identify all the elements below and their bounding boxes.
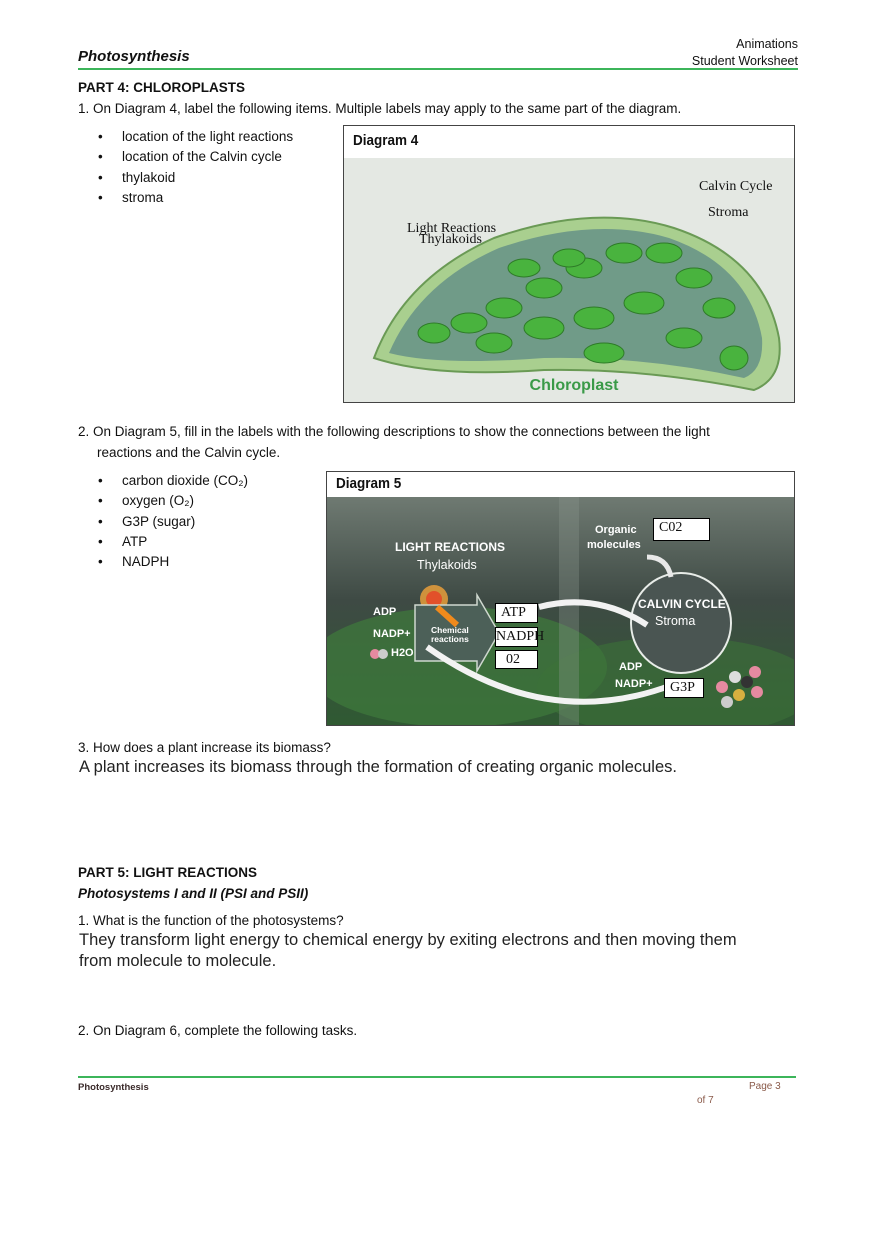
- answer-box-g3p[interactable]: G3P: [664, 678, 704, 698]
- part5-subheading: Photosystems I and II (PSI and PSII): [78, 886, 309, 901]
- chemical-text: Chemical: [431, 625, 469, 635]
- part5-q2: 2. On Diagram 6, complete the following …: [78, 1023, 358, 1038]
- diagram-4-caption: Chloroplast: [530, 377, 620, 394]
- header-right-1: Animations: [736, 37, 798, 51]
- list-item: ATP: [98, 532, 248, 553]
- label-calvin-cycle: Calvin Cycle: [699, 179, 773, 194]
- q2-list: carbon dioxide (CO₂) oxygen (O₂) G3P (su…: [98, 471, 248, 573]
- answer-box-o2[interactable]: 02: [495, 650, 538, 669]
- list-item: oxygen (O₂): [98, 491, 248, 512]
- light-reactions-title: LIGHT REACTIONS: [395, 540, 505, 554]
- reactions-text: reactions: [431, 634, 469, 644]
- molecules-text: molecules: [587, 539, 641, 551]
- q1-list: location of the light reactions location…: [98, 127, 293, 209]
- diagram-5-title: Diagram 5: [336, 475, 402, 492]
- part5-q1-answer-2: from molecule to molecule.: [79, 952, 277, 970]
- footer-rule: [78, 1076, 796, 1078]
- answer-box-nadph[interactable]: NADPH: [495, 627, 544, 647]
- organic-text: Organic: [595, 524, 637, 536]
- footer-title: Photosynthesis: [78, 1082, 149, 1093]
- part5-heading: PART 5: LIGHT REACTIONS: [78, 865, 258, 880]
- footer-page: Page 3: [749, 1081, 781, 1092]
- stroma-text: Stroma: [655, 614, 696, 628]
- list-item: NADPH: [98, 552, 248, 573]
- label-thylakoids: Thylakoids: [419, 232, 482, 247]
- answer-box-co2[interactable]: C02: [653, 518, 710, 541]
- adp-text: ADP: [373, 606, 397, 618]
- list-item: thylakoid: [98, 168, 293, 189]
- thylakoids-text: Thylakoids: [417, 558, 477, 572]
- header-right-2: Student Worksheet: [691, 54, 798, 68]
- diagram-4: Diagram 4 Chloroplast Calvin Cycle Strom…: [343, 125, 795, 403]
- chloroplast-illustration: Chloroplast: [344, 158, 794, 402]
- part4-heading: PART 4: CHLOROPLASTS: [78, 80, 246, 95]
- q3-answer: A plant increases its biomass through th…: [79, 758, 677, 776]
- nadp2-text: NADP+: [615, 678, 653, 690]
- header-rule: [78, 68, 798, 70]
- part4-q2-line2: reactions and the Calvin cycle.: [97, 445, 281, 460]
- label-stroma: Stroma: [708, 205, 749, 220]
- list-item: G3P (sugar): [98, 512, 248, 533]
- list-item: location of the light reactions: [98, 127, 293, 148]
- part4-q2-line1: 2. On Diagram 5, fill in the labels with…: [78, 424, 710, 439]
- adp2-text: ADP: [619, 661, 643, 673]
- list-item: location of the Calvin cycle: [98, 147, 293, 168]
- part4-q1: 1. On Diagram 4, label the following ite…: [78, 101, 682, 116]
- h2o-text: H2O: [391, 647, 414, 659]
- part5-q1: 1. What is the function of the photosyst…: [78, 913, 344, 928]
- diagram-4-title: Diagram 4: [353, 132, 419, 149]
- part4-q3: 3. How does a plant increase its biomass…: [78, 740, 331, 755]
- header-title: Photosynthesis: [78, 48, 190, 65]
- part5-q1-answer-1: They transform light energy to chemical …: [79, 931, 737, 949]
- list-item: stroma: [98, 188, 293, 209]
- nadp-text: NADP+: [373, 628, 411, 640]
- answer-box-atp[interactable]: ATP: [495, 603, 538, 623]
- light-calvin-illustration: [327, 497, 794, 725]
- label-light-reactions: Light Reactions: [407, 221, 497, 236]
- footer-of: of 7: [697, 1095, 714, 1106]
- diagram-5: Diagram 5 LIGHT REACTIONS Thylakoids ADP…: [326, 471, 795, 726]
- list-item: carbon dioxide (CO₂): [98, 471, 248, 492]
- calvin-cycle-title: CALVIN CYCLE: [638, 597, 726, 611]
